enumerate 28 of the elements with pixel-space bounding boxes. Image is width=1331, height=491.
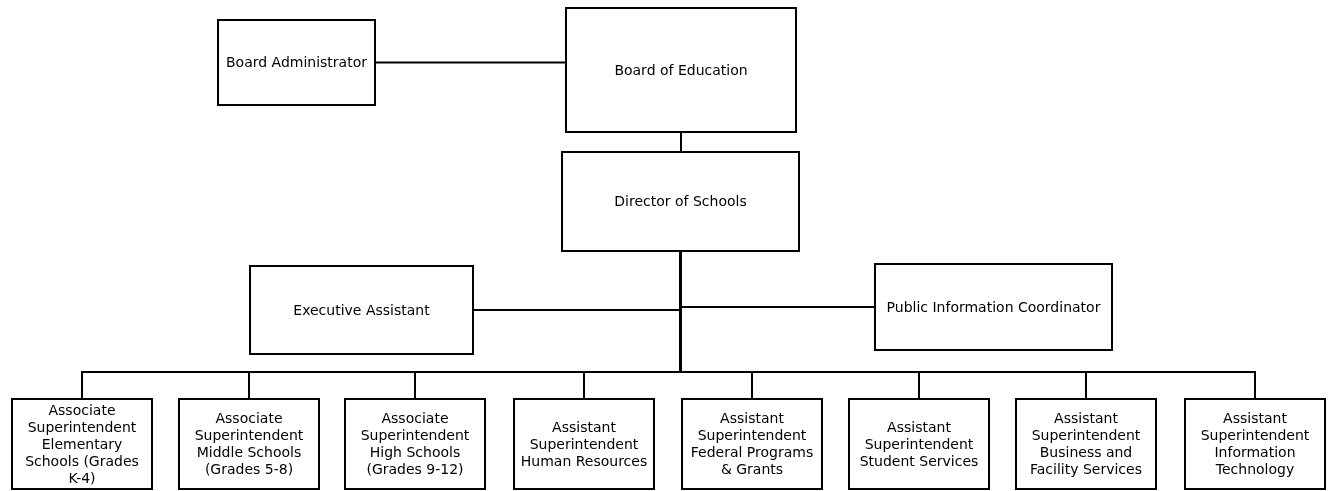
- org-box: [1184, 398, 1326, 490]
- box-label: Assistant Superintendent Human Resources: [519, 418, 649, 470]
- connector-line: [680, 132, 682, 152]
- box-label: Associate Superintendent Middle Schools (Grades 5-8): [193, 410, 305, 478]
- box-label: Board of Education: [614, 61, 748, 79]
- box-label: Public Information Coordinator: [886, 298, 1101, 316]
- box-label: Board Administrator: [225, 54, 367, 71]
- org-box: [561, 151, 800, 252]
- connector-line: [375, 61, 566, 64]
- box-label: Associate Superintendent Elementary Schools (Grades K-4): [24, 401, 140, 487]
- box-label: Executive Assistant: [293, 301, 430, 319]
- org-box: [513, 398, 655, 490]
- org-box: [217, 19, 376, 106]
- org-box: [681, 398, 823, 490]
- org-box: [178, 398, 320, 490]
- box-label: Assistant Superintendent Information Technology: [1199, 410, 1311, 478]
- org-box: [565, 7, 797, 133]
- org-box: [11, 398, 153, 490]
- org-box: [874, 263, 1113, 351]
- box-label: Assistant Superintendent Student Services: [858, 418, 980, 470]
- org-box: [344, 398, 486, 490]
- box-label: Assistant Superintendent Federal Programs & Grants: [689, 410, 815, 478]
- org-box: [848, 398, 990, 490]
- box-label: Assistant Superintendent Business and Facility Services: [1029, 410, 1143, 478]
- box-label: Associate Superintendent High Schools (Grades 9-12): [359, 410, 471, 478]
- box-label: Director of Schools: [614, 193, 747, 210]
- org-box: [1015, 398, 1157, 490]
- org-box: [249, 265, 474, 355]
